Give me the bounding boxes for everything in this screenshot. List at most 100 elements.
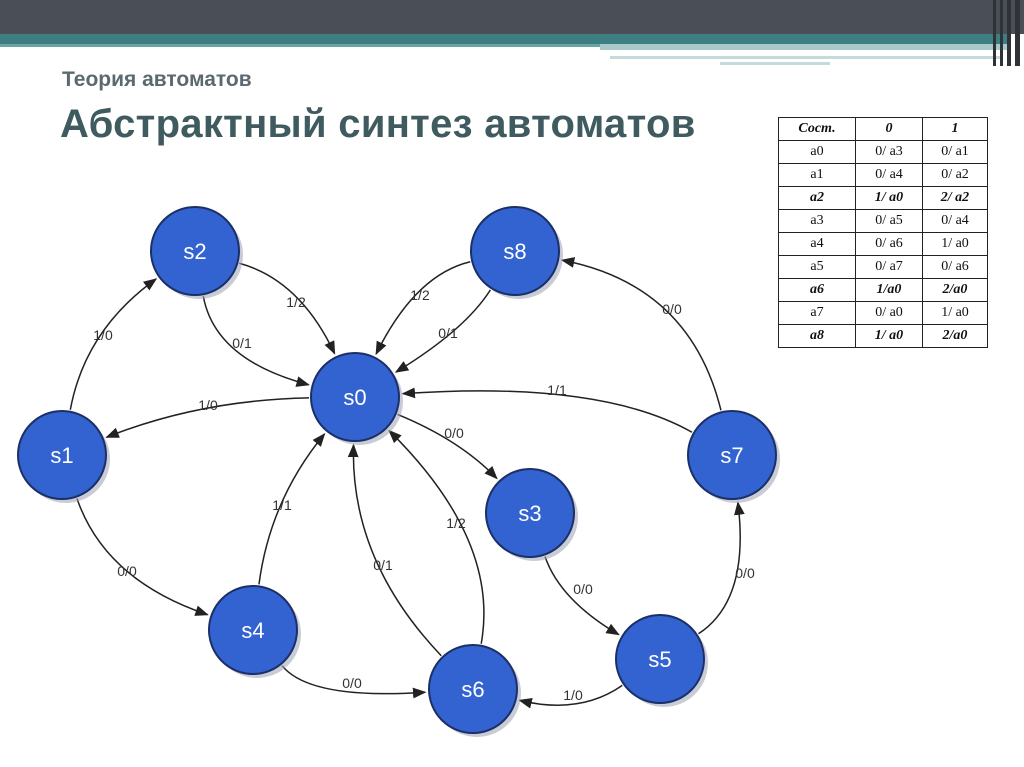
state-node-label: s7: [720, 443, 743, 468]
transition-label: 0/1: [232, 335, 252, 351]
state-node-circle: [310, 352, 400, 442]
accent-stripe-light: [600, 44, 1010, 50]
table-cell: a1: [778, 163, 856, 187]
table-header-input-1: 1: [922, 117, 988, 141]
state-node-circle: [150, 206, 240, 296]
transition-label: 0/1: [373, 557, 393, 573]
transition-arrow: [518, 684, 623, 709]
transition-label: 1/1: [272, 497, 292, 513]
table-cell: 0/ a6: [855, 232, 923, 256]
table-cell: a0: [778, 140, 856, 164]
state-node-label: s3: [518, 501, 541, 526]
transition-label: 1/0: [198, 397, 218, 413]
state-node-circle: [17, 410, 107, 500]
state-node-label: s2: [183, 239, 206, 264]
state-node-s8: s8: [470, 206, 563, 299]
transition-arrow: [388, 429, 485, 644]
table-cell: 0/ a5: [855, 209, 923, 233]
accent-stripe: [0, 34, 1010, 44]
transition-arrow: [347, 443, 442, 657]
table-cell: 1/ a0: [855, 324, 923, 348]
table-cell: 1/ a0: [922, 232, 988, 256]
state-node-circle: [615, 614, 705, 704]
state-node-circle: [470, 206, 560, 296]
transition-arrow: [281, 665, 427, 699]
transition-arrow: [202, 296, 310, 387]
state-node-label: s5: [648, 647, 671, 672]
state-node-circle: [687, 410, 777, 500]
table-cell: 1/a0: [855, 278, 923, 302]
table-cell: a8: [778, 324, 856, 348]
table-cell: 0/ a7: [855, 255, 923, 279]
table-header-input-0: 0: [855, 117, 923, 141]
table-cell: 0/ a1: [922, 140, 988, 164]
transition-label: 0/0: [573, 581, 593, 597]
state-node-circle: [485, 468, 575, 558]
table-cell: 0/ a4: [855, 163, 923, 187]
slide-title: Абстрактный синтез автоматов: [60, 102, 696, 146]
table-cell: 0/ a4: [922, 209, 988, 233]
top-bar: [0, 0, 1024, 34]
table-header-state: Сост.: [778, 117, 856, 141]
transition-arrow: [258, 432, 326, 585]
table-cell: 2/a0: [922, 278, 988, 302]
accent-stripe-thin: [0, 44, 600, 47]
transition-arrow: [698, 501, 745, 635]
table-cell: 2/ a2: [922, 186, 988, 210]
transition-arrow: [394, 289, 492, 373]
table-cell: 1/ a0: [855, 186, 923, 210]
state-node-circle: [428, 644, 518, 734]
table-cell: a2: [778, 186, 856, 210]
table-cell: 2/a0: [922, 324, 988, 348]
transition-arrow: [239, 262, 336, 355]
state-node-s0: s0: [310, 352, 403, 445]
table-cell: a6: [778, 278, 856, 302]
table-header-row: Сост. 0 1: [778, 117, 988, 141]
transition-arrow: [105, 397, 310, 438]
table-cell: 1/ a0: [922, 301, 988, 325]
transition-label: 1/0: [563, 687, 583, 703]
table-cell: a3: [778, 209, 856, 233]
transition-arrow: [76, 498, 209, 616]
transition-label: 0/1: [438, 325, 458, 341]
state-node-s5: s5: [615, 614, 708, 707]
state-node-label: s8: [503, 239, 526, 264]
state-node-label: s0: [343, 385, 366, 410]
table-cell: a4: [778, 232, 856, 256]
transition-label: 1/2: [410, 287, 430, 303]
table-cell: 0/ a2: [922, 163, 988, 187]
transition-label: 1/2: [446, 515, 466, 531]
state-node-label: s4: [241, 618, 264, 643]
transition-label: 0/0: [117, 563, 137, 579]
table-cell: a5: [778, 255, 856, 279]
transition-label: 1/2: [286, 294, 306, 310]
state-node-s7: s7: [687, 410, 780, 503]
transition-label: 0/0: [735, 565, 755, 581]
table-cell: a7: [778, 301, 856, 325]
transition-label: 1/1: [547, 382, 567, 398]
transition-arrow: [544, 556, 620, 636]
table-cell: 0/ a6: [922, 255, 988, 279]
state-node-label: s6: [461, 677, 484, 702]
table-cell: 0/ a3: [855, 140, 923, 164]
transition-arrow: [401, 387, 693, 433]
transition-label: 0/0: [662, 301, 682, 317]
state-node-s3: s3: [485, 468, 578, 561]
slide-subtitle: Теория автоматов: [62, 68, 252, 91]
transition-arrow: [397, 413, 498, 480]
state-node-label: s1: [50, 443, 73, 468]
transition-arrow: [375, 261, 471, 356]
accent-stripe-light-3: [720, 62, 830, 65]
state-node-s6: s6: [428, 644, 521, 737]
